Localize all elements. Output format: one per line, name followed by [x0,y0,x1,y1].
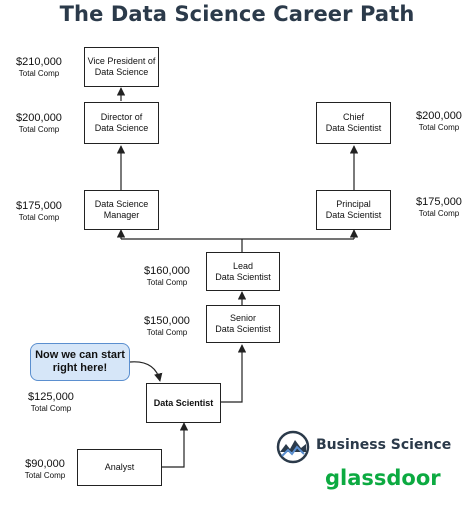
salary-vp: $210,000 Total Comp [12,56,66,79]
node-chief: Chief Data Scientist [316,102,391,144]
salary-data-scientist: $125,000 Total Comp [24,391,78,414]
glassdoor-brand: glassdoor [325,466,441,490]
salary-amount: $160,000 [144,265,190,277]
node-vp: Vice President of Data Science [84,47,159,87]
salary-amount: $200,000 [16,112,62,124]
node-director: Director of Data Science [84,102,159,144]
salary-analyst: $90,000 Total Comp [20,458,70,481]
salary-amount: $175,000 [16,200,62,212]
salary-label: Total Comp [18,213,60,222]
salary-chief: $200,000 Total Comp [412,110,466,133]
callout-arrow [129,361,163,382]
salary-amount: $150,000 [144,315,190,327]
salary-label: Total Comp [24,471,66,480]
node-senior: Senior Data Scientist [206,305,280,343]
arrow-ds-to-senior [221,344,247,403]
salary-label: Total Comp [418,209,460,218]
salary-label: Total Comp [18,69,60,78]
salary-label: Total Comp [418,123,460,132]
salary-label: Total Comp [18,125,60,134]
salary-label: Total Comp [146,328,188,337]
salary-ds-manager: $175,000 Total Comp [12,200,66,223]
salary-principal: $175,000 Total Comp [412,196,466,219]
node-analyst: Analyst [77,449,162,486]
salary-label: Total Comp [146,278,188,287]
salary-amount: $125,000 [28,391,74,403]
salary-amount: $175,000 [416,196,462,208]
salary-amount: $200,000 [416,110,462,122]
salary-senior: $150,000 Total Comp [140,315,194,338]
node-principal: Principal Data Scientist [316,190,391,230]
salary-director: $200,000 Total Comp [12,112,66,135]
node-ds-manager: Data Science Manager [84,190,159,230]
node-data-scientist: Data Scientist [146,383,221,423]
business-science-logo [276,430,310,464]
start-here-callout: Now we can start right here! [30,343,130,381]
node-lead: Lead Data Scientist [206,252,280,291]
arrow-analyst-to-ds [162,422,189,468]
salary-amount: $90,000 [25,458,65,470]
salary-label: Total Comp [30,404,72,413]
salary-amount: $210,000 [16,56,62,68]
salary-lead: $160,000 Total Comp [140,265,194,288]
page-title: The Data Science Career Path [59,2,415,26]
business-science-brand: Business Science [316,437,452,453]
